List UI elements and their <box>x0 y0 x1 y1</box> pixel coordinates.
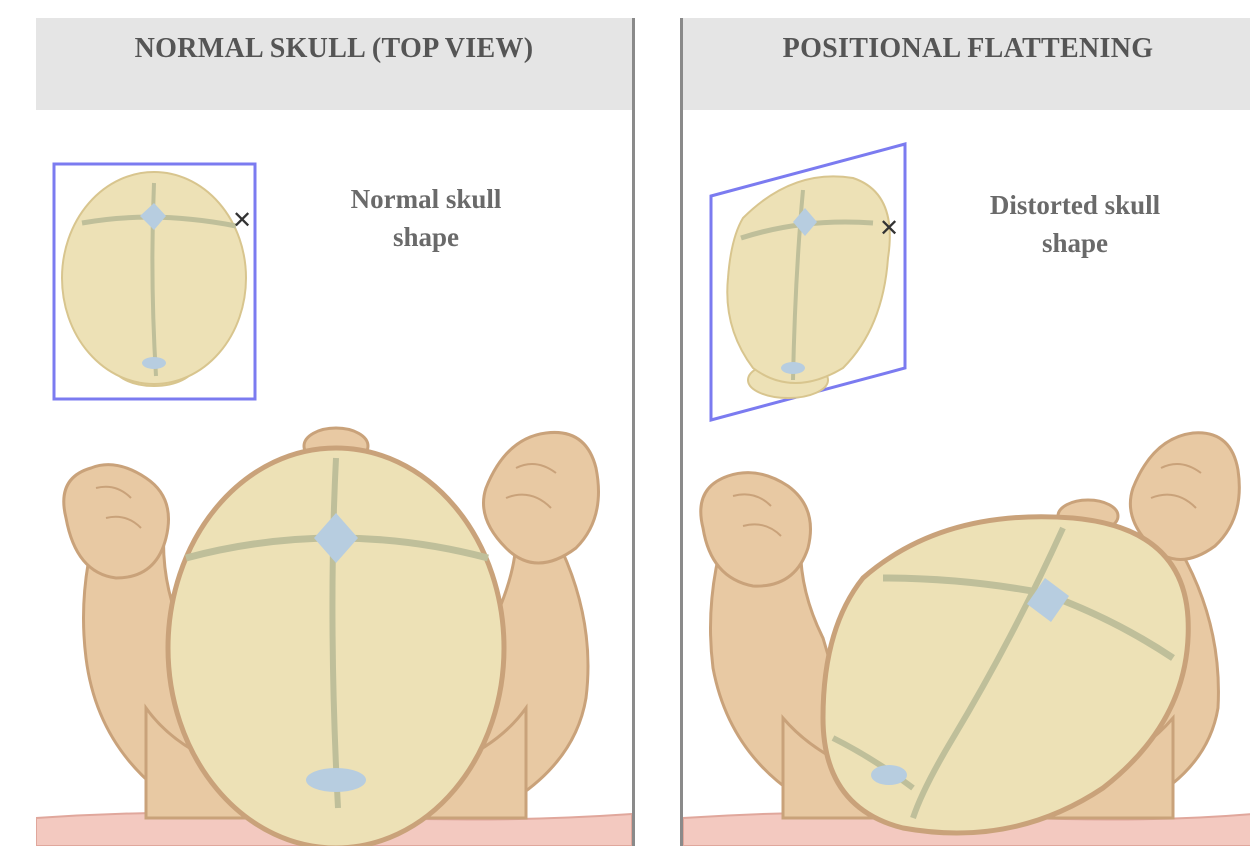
skull-shape-caption: Normal skull shape <box>296 180 556 256</box>
caption-line-2: shape <box>296 218 556 256</box>
normal-skull-illustration: ✕ <box>36 18 632 846</box>
skull-shape-caption: Distorted skull shape <box>945 186 1205 262</box>
caption-line-1: Distorted skull <box>945 186 1205 224</box>
flattened-skull-illustration: ✕ <box>683 18 1250 846</box>
caption-line-2: shape <box>945 224 1205 262</box>
distorted-skull-inset: ✕ <box>711 144 905 420</box>
caption-line-1: Normal skull <box>296 180 556 218</box>
normal-skull-panel: NORMAL SKULL (TOP VIEW) ✕ <box>36 18 635 846</box>
close-icon: ✕ <box>879 214 899 242</box>
normal-skull-large <box>168 448 504 846</box>
close-icon: ✕ <box>232 206 252 234</box>
normal-skull-inset: ✕ <box>54 164 255 399</box>
positional-flattening-panel: POSITIONAL FLATTENING ✕ <box>680 18 1250 846</box>
